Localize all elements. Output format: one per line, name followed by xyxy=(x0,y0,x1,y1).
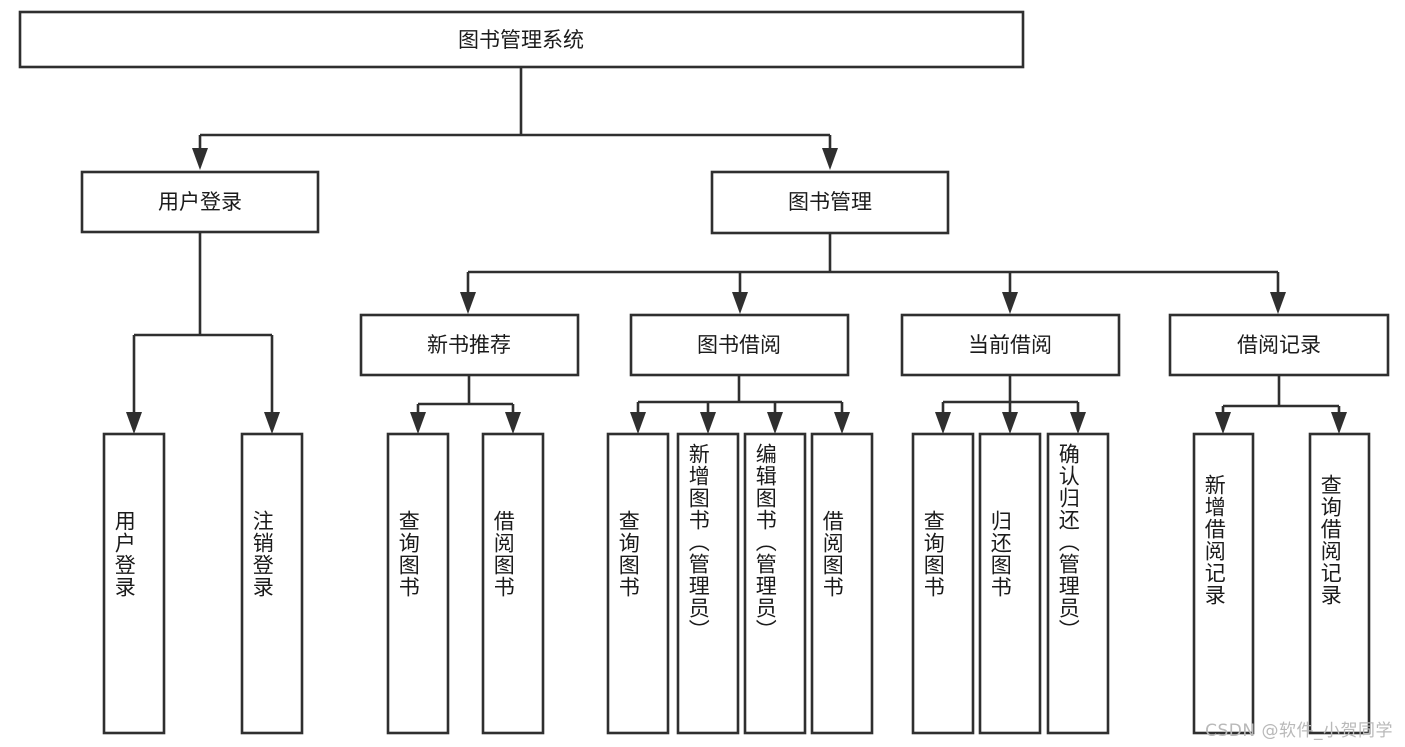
book-borrow-label: 图书借阅 xyxy=(697,333,781,357)
connector-book-borrow-to-leaves xyxy=(630,375,850,434)
new-book-recommend-box[interactable] xyxy=(359,313,580,377)
arrow-leaf-c1 xyxy=(935,412,951,434)
leaf-box-add-book-admin[interactable] xyxy=(676,432,740,735)
arrow-book-borrow xyxy=(732,292,748,314)
leaf-box-query-book-bb[interactable] xyxy=(606,432,670,735)
node-user-login[interactable]: 用户登录 xyxy=(80,170,320,234)
borrow-record-box[interactable] xyxy=(1168,313,1390,377)
root-label: 图书管理系统 xyxy=(458,28,584,52)
arrow-new-book xyxy=(460,292,476,314)
connector-user-login-to-leaves xyxy=(126,232,280,434)
new-book-recommend-label: 新书推荐 xyxy=(427,333,511,357)
arrow-leaf-b4 xyxy=(834,412,850,434)
arrow-leaf-u1 xyxy=(126,412,142,434)
leaf-box-confirm-return-admin[interactable] xyxy=(1046,432,1110,735)
leaf-box-query-book-nb[interactable] xyxy=(386,432,450,735)
node-book-management[interactable]: 图书管理 xyxy=(710,170,950,235)
arrow-leaf-b2 xyxy=(700,412,716,434)
connector-book-mgmt-to-level3 xyxy=(460,233,1286,314)
arrow-leaf-u2 xyxy=(264,412,280,434)
node-new-book-recommend[interactable]: 新书推荐 xyxy=(359,313,580,377)
current-borrow-label: 当前借阅 xyxy=(968,333,1052,357)
arrow-leaf-n2 xyxy=(505,412,521,434)
connector-root-to-level2 xyxy=(192,67,838,170)
node-book-borrow[interactable]: 图书借阅 xyxy=(629,313,850,377)
current-borrow-box[interactable] xyxy=(900,313,1121,377)
node-root[interactable]: 图书管理系统 xyxy=(18,10,1025,69)
arrow-current-borrow xyxy=(1002,292,1018,314)
leaf-box-logout[interactable] xyxy=(240,432,304,735)
book-management-label: 图书管理 xyxy=(788,190,872,214)
arrow-leaf-r2 xyxy=(1331,412,1347,434)
arrow-leaf-c2 xyxy=(1002,412,1018,434)
leaf-box-query-book-cb[interactable] xyxy=(911,432,975,735)
leaf-box-borrow-book-nb[interactable] xyxy=(481,432,545,735)
arrow-leaf-n1 xyxy=(410,412,426,434)
borrow-record-label: 借阅记录 xyxy=(1237,333,1321,357)
leaf-box-edit-book-admin[interactable] xyxy=(743,432,807,735)
user-login-label: 用户登录 xyxy=(158,190,242,214)
csdn-watermark: CSDN @软件_小贺同学 xyxy=(1205,721,1393,741)
leaf-box-query-borrow-record[interactable] xyxy=(1308,432,1371,735)
connector-borrow-record-to-leaves xyxy=(1215,375,1347,434)
arrow-user-login xyxy=(192,148,208,170)
node-borrow-record[interactable]: 借阅记录 xyxy=(1168,313,1390,377)
arrow-leaf-b3 xyxy=(767,412,783,434)
leaf-box-borrow-book-bb[interactable] xyxy=(810,432,874,735)
book-management-box[interactable] xyxy=(710,170,950,235)
node-current-borrow[interactable]: 当前借阅 xyxy=(900,313,1121,377)
arrow-leaf-r1 xyxy=(1215,412,1231,434)
leaf-box-return-book[interactable] xyxy=(978,432,1042,735)
leaf-box-user-login[interactable] xyxy=(102,432,166,735)
connector-current-borrow-to-leaves xyxy=(935,375,1086,434)
connector-new-book-to-leaves xyxy=(410,375,521,434)
arrow-leaf-c3 xyxy=(1070,412,1086,434)
leaf-box-add-borrow-record[interactable] xyxy=(1192,432,1255,735)
arrow-book-mgmt xyxy=(822,148,838,170)
arrow-leaf-b1 xyxy=(630,412,646,434)
root-box[interactable] xyxy=(18,10,1025,69)
arrow-borrow-record xyxy=(1270,292,1286,314)
book-borrow-box[interactable] xyxy=(629,313,850,377)
